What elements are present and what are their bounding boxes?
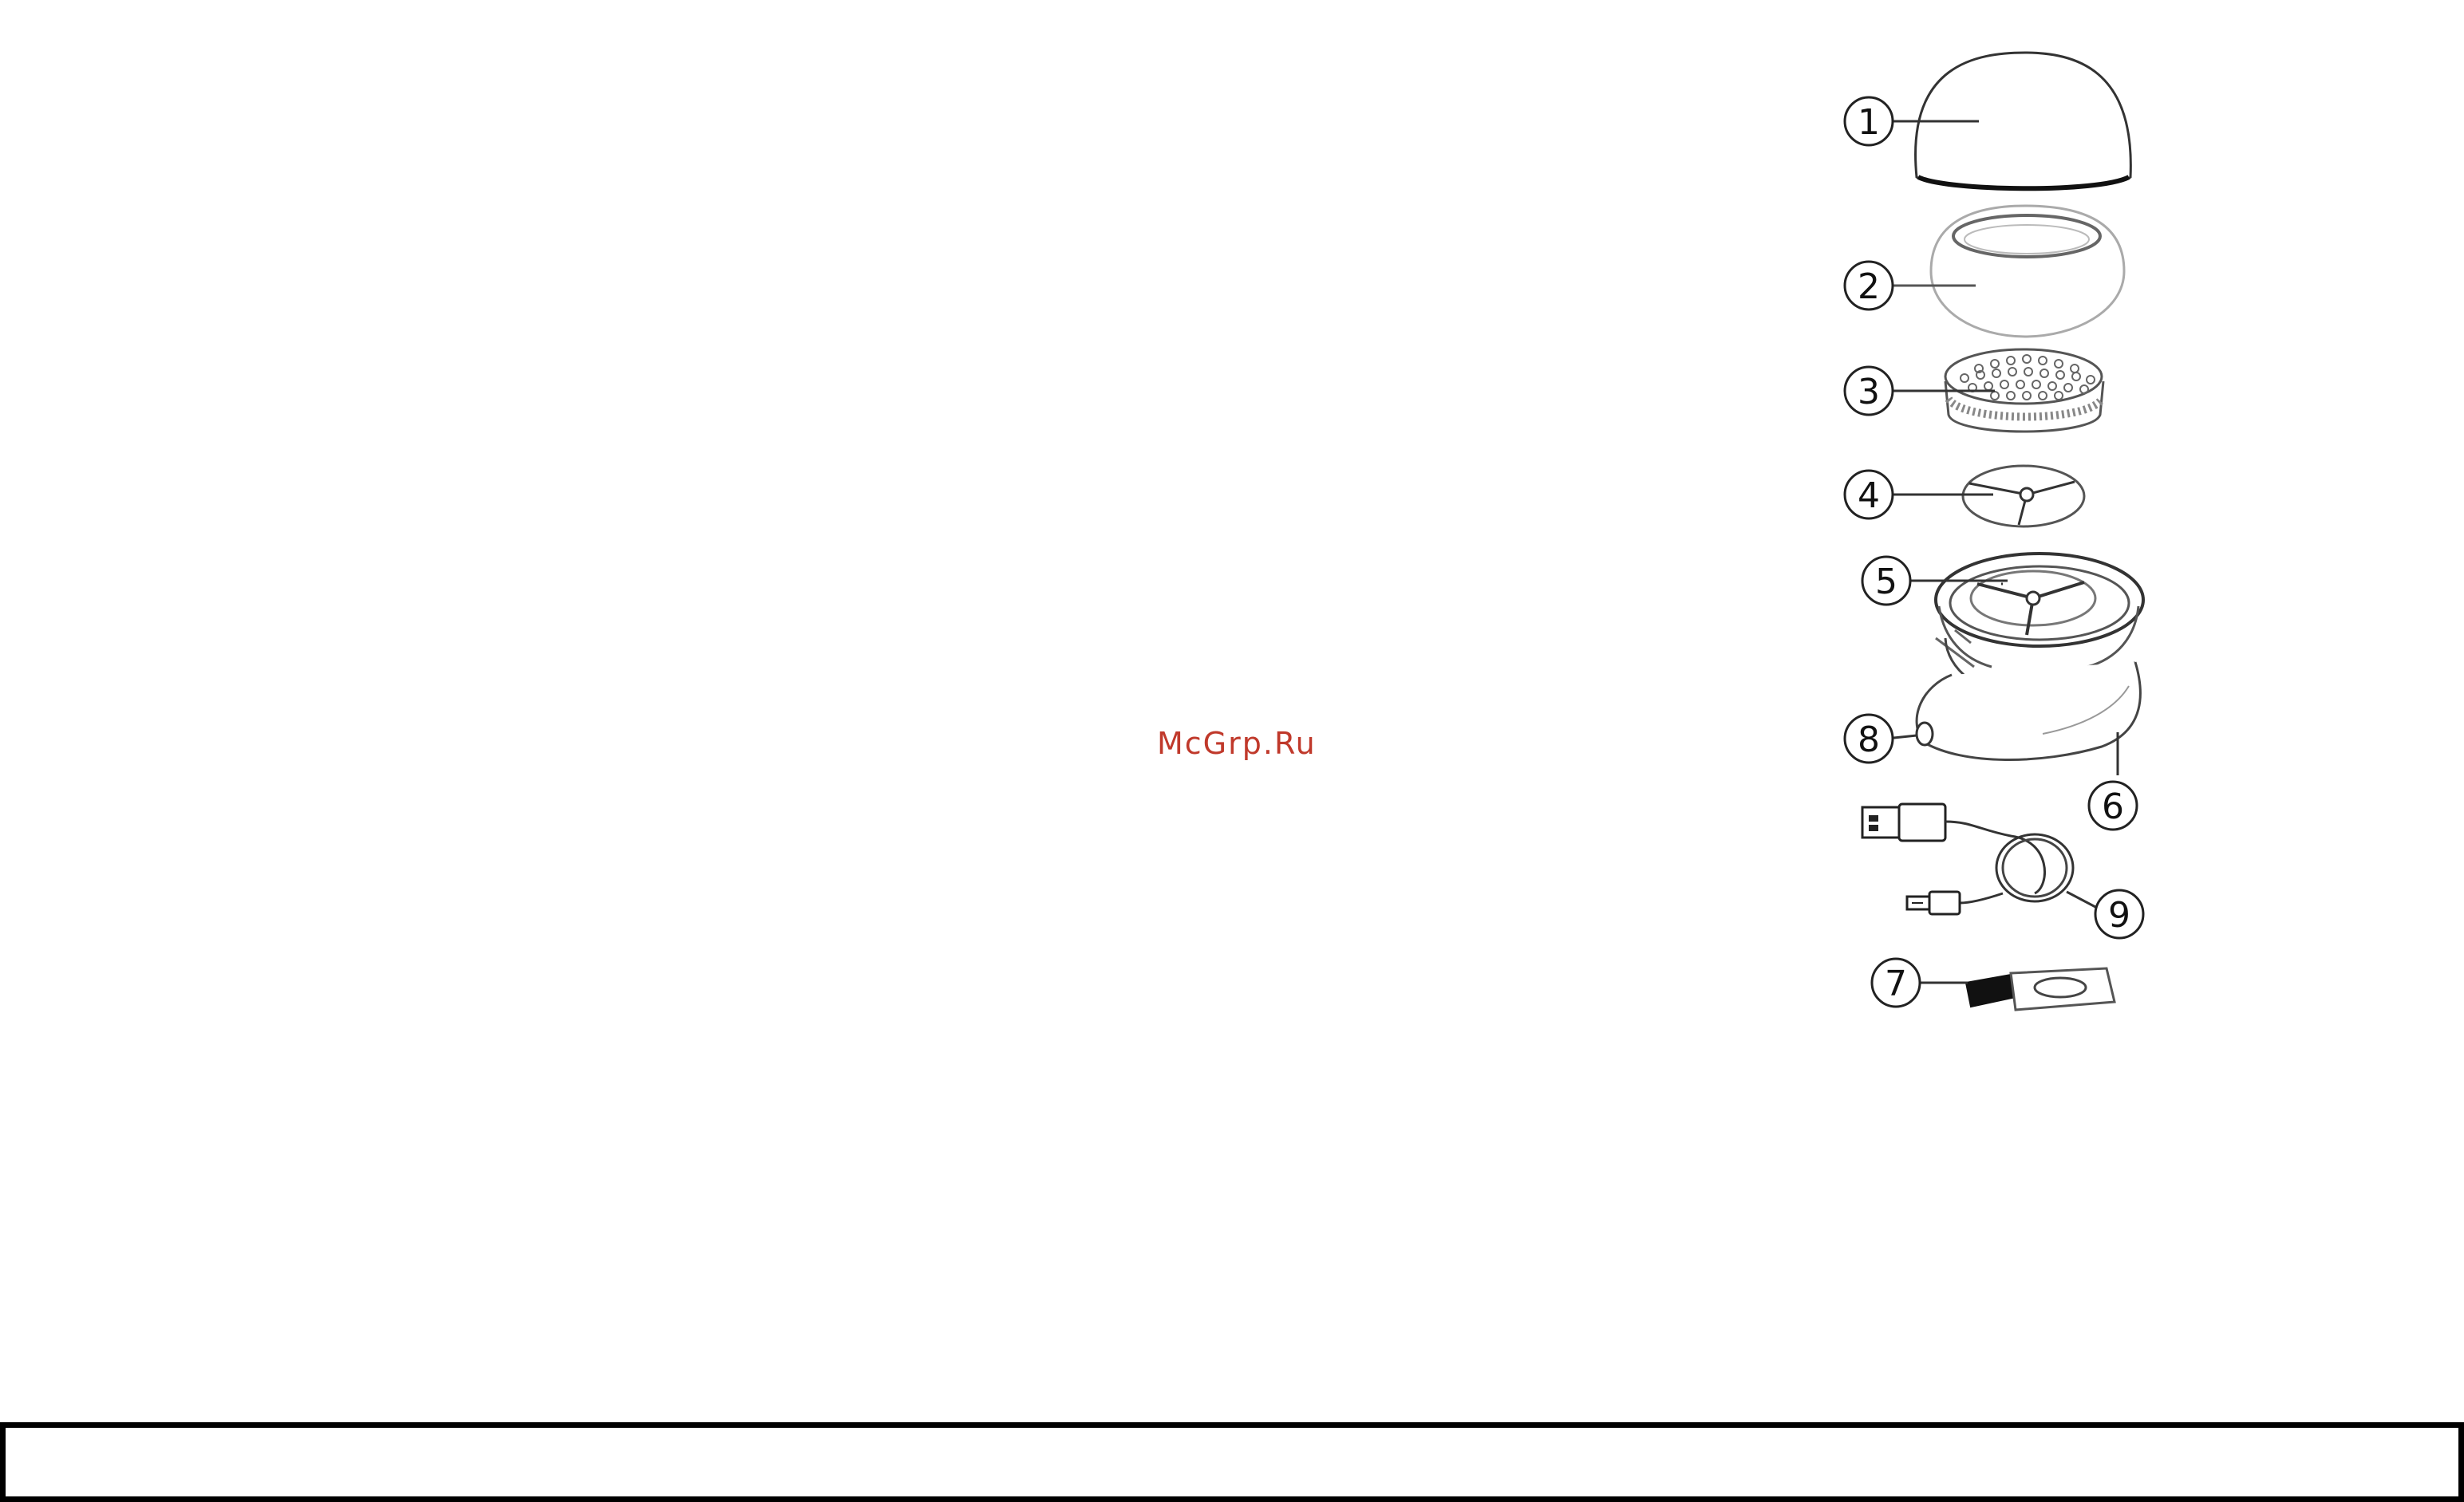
callout-7-label: 7 (1885, 964, 1907, 1004)
callout-5: 5 (1862, 557, 1910, 605)
callout-2: 2 (1845, 262, 1893, 309)
callout-4: 4 (1845, 471, 1893, 518)
callout-6: 6 (2089, 782, 2137, 830)
part-5-main-body (1886, 554, 2143, 775)
part-9-usb-cable (1862, 804, 2097, 914)
callout-8: 8 (1845, 715, 1893, 763)
callout-8-label: 8 (1858, 719, 1880, 760)
part-4-blade (1886, 466, 2084, 526)
callout-2-label: 2 (1858, 266, 1880, 307)
callout-5-label: 5 (1875, 562, 1897, 602)
callout-3: 3 (1845, 367, 1893, 415)
callout-1-label: 1 (1858, 102, 1880, 143)
callout-9: 9 (2095, 890, 2143, 938)
part-1-dome-cover (1886, 53, 2130, 188)
callout-6-label: 6 (2102, 786, 2124, 827)
footer-box (0, 1422, 2464, 1502)
part-3-mesh-guard (1886, 349, 2103, 432)
part-7-cleaning-brush (1918, 968, 2115, 1010)
part-2-ring-housing (1886, 206, 2124, 337)
callout-7: 7 (1872, 959, 1920, 1007)
callout-3-label: 3 (1858, 372, 1880, 412)
callout-4-label: 4 (1858, 475, 1880, 516)
callout-9-label: 9 (2108, 895, 2130, 936)
callout-1: 1 (1845, 97, 1893, 145)
watermark-text: McGrp.Ru (1157, 726, 1317, 761)
